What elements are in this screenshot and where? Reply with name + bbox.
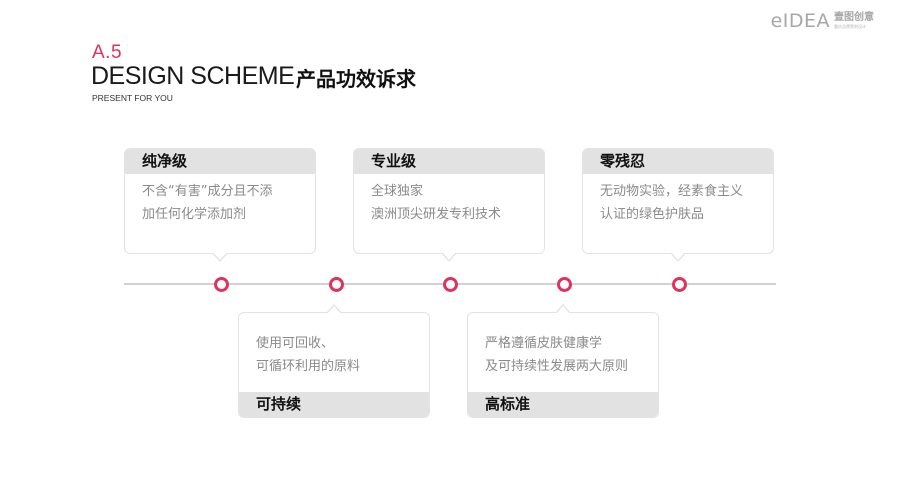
feature-card-high-standard: 严格遵循皮肤健康学 及可持续性发展两大原则 高标准	[467, 304, 659, 418]
card-title: 专业级	[354, 149, 544, 174]
card-pointer	[670, 252, 686, 262]
card-title: 高标准	[468, 392, 658, 417]
timeline-node	[443, 277, 458, 292]
card-line: 澳洲顶尖研发专利技术	[371, 207, 502, 222]
feature-card-professional: 专业级 全球独家 澳洲顶尖研发专利技术	[353, 148, 545, 262]
feature-card-pure: 纯净级 不含“有害”成分且不添 加任何化学添加剂	[124, 148, 316, 262]
page-title: DESIGN SCHEME	[91, 62, 295, 90]
feature-card-sustainable: 使用可回收、 可循环利用的原料 可持续	[238, 304, 430, 418]
timeline-node	[214, 277, 229, 292]
card-line: 不含“有害”成分且不添	[142, 184, 273, 199]
card-line: 可循环利用的原料	[256, 359, 361, 374]
card-pointer	[212, 252, 228, 262]
logo-sub: 重庆品牌策划设计	[834, 24, 866, 29]
card-line: 全球独家	[371, 184, 424, 199]
card-line: 及可持续性发展两大原则	[485, 359, 629, 374]
section-number: A.5	[92, 42, 123, 63]
page-subtitle-cn: 产品功效诉求	[296, 67, 416, 91]
logo-mark: eIDEA	[770, 10, 830, 32]
card-title: 零残忍	[583, 149, 773, 174]
card-line: 使用可回收、	[256, 336, 335, 351]
timeline-node	[557, 277, 572, 292]
card-body: 全球独家 澳洲顶尖研发专利技术	[371, 180, 538, 226]
card-pointer	[441, 252, 457, 262]
logo-text: 壹图创意 重庆品牌策划设计	[834, 13, 874, 29]
brand-logo: eIDEA 壹图创意 重庆品牌策划设计	[771, 10, 874, 32]
logo-name-cn: 壹图创意	[834, 12, 874, 23]
card-line: 无动物实验，经素食主义	[600, 184, 744, 199]
timeline-node	[329, 277, 344, 292]
card-title: 可持续	[239, 392, 429, 417]
tagline: PRESENT FOR YOU	[92, 93, 173, 103]
card-body: 不含“有害”成分且不添 加任何化学添加剂	[142, 180, 309, 226]
card-line: 加任何化学添加剂	[142, 207, 247, 222]
card-body: 无动物实验，经素食主义 认证的绿色护肤品	[600, 180, 767, 226]
card-body: 使用可回收、 可循环利用的原料	[256, 332, 423, 378]
card-pointer	[555, 304, 571, 314]
card-title: 纯净级	[125, 149, 315, 174]
card-body: 严格遵循皮肤健康学 及可持续性发展两大原则	[485, 332, 652, 378]
timeline-node	[672, 277, 687, 292]
feature-card-cruelty-free: 零残忍 无动物实验，经素食主义 认证的绿色护肤品	[582, 148, 774, 262]
card-line: 严格遵循皮肤健康学	[485, 336, 603, 351]
card-pointer	[326, 304, 342, 314]
card-line: 认证的绿色护肤品	[600, 207, 705, 222]
